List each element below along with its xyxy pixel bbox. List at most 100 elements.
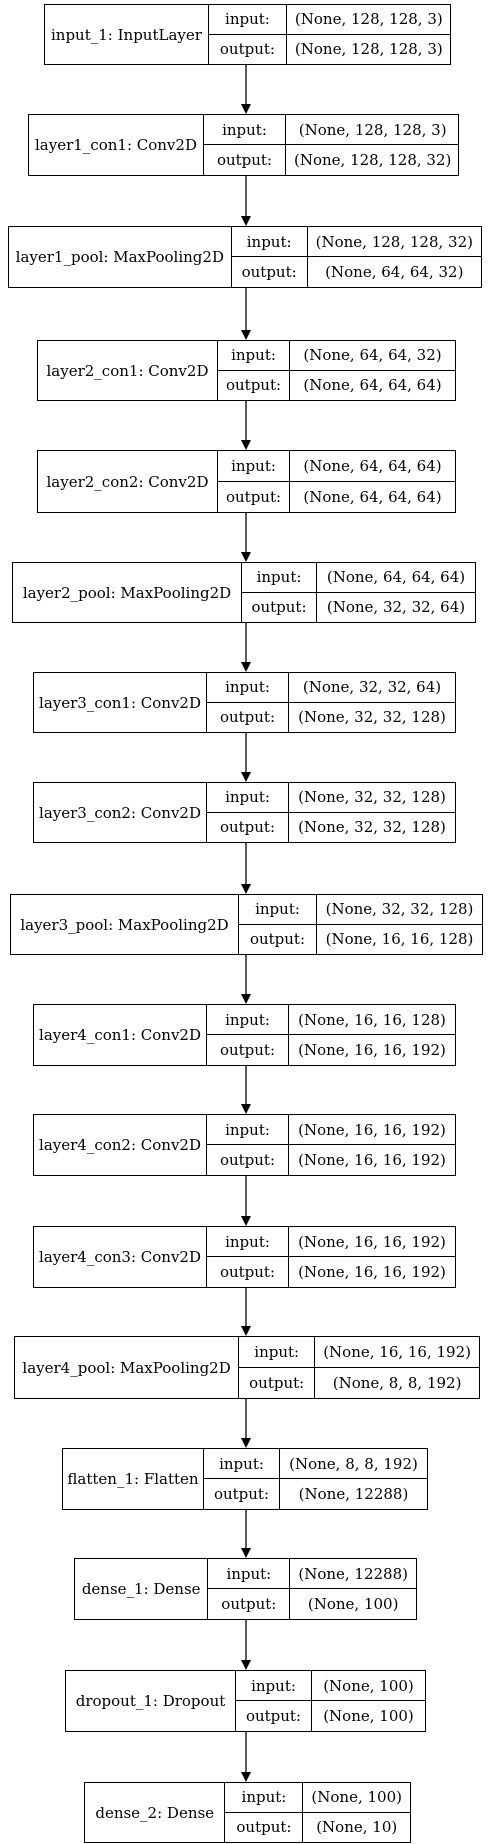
layer-name: input_1: InputLayer <box>45 5 209 64</box>
output-label: output: <box>204 145 286 175</box>
input-label: input: <box>218 451 290 482</box>
layer-node-dense-1: dense_1: Dense input: (None, 12288) outp… <box>74 1558 417 1620</box>
layer-node-layer3-pool: layer3_pool: MaxPooling2D input: (None, … <box>10 894 483 955</box>
arrow-head-icon <box>241 1548 251 1558</box>
layer-node-layer2-con2: layer2_con2: Conv2D input: (None, 64, 64… <box>37 450 456 513</box>
input-label: input: <box>242 563 317 593</box>
output-label: output: <box>204 1479 280 1509</box>
input-shape: (None, 16, 16, 128) <box>289 1005 455 1035</box>
output-label: output: <box>218 370 290 400</box>
arrow-head-icon <box>241 1772 251 1782</box>
layer-node-layer3-con1: layer3_con1: Conv2D input: (None, 32, 32… <box>33 672 456 733</box>
output-label: output: <box>208 1589 291 1619</box>
input-shape: (None, 64, 64, 32) <box>290 341 455 371</box>
input-label: input: <box>207 1227 289 1257</box>
output-label: output: <box>236 1701 312 1731</box>
output-shape: (None, 8, 8, 192) <box>332 1373 462 1392</box>
input-label: input: <box>231 227 308 257</box>
layer-node-layer3-con2: layer3_con2: Conv2D input: (None, 32, 32… <box>33 782 456 843</box>
output-shape: (None, 64, 64, 64) <box>303 487 442 506</box>
arrow-head-icon <box>241 1438 251 1448</box>
input-shape: (None, 16, 16, 192) <box>315 1337 479 1368</box>
output-shape: (None, 100) <box>307 1595 399 1613</box>
output-label: output: <box>207 1257 289 1287</box>
layer-node-input-1: input_1: InputLayer input: (None, 128, 1… <box>44 4 451 65</box>
arrow-head-icon <box>241 884 251 894</box>
input-shape: (None, 100) <box>312 1671 425 1701</box>
input-shape: (None, 32, 32, 128) <box>289 783 455 813</box>
layer-node-layer1-con1: layer1_con1: Conv2D input: (None, 128, 1… <box>28 114 460 176</box>
layer-node-flatten-1: flatten_1: Flatten input: (None, 8, 8, 1… <box>62 1448 428 1510</box>
layer-name: dense_1: Dense <box>75 1559 209 1619</box>
output-shape: (None, 32, 32, 128) <box>298 818 446 837</box>
output-label: output: <box>232 257 308 287</box>
arrow-head-icon <box>241 994 251 1004</box>
output-label: output: <box>209 34 287 64</box>
output-shape: (None, 16, 16, 128) <box>325 930 474 949</box>
output-shape: (None, 12288) <box>298 1485 409 1503</box>
output-shape: (None, 32, 32, 128) <box>298 708 446 727</box>
output-shape: (None, 16, 16, 192) <box>298 1151 446 1169</box>
arrow-head-icon <box>241 440 251 450</box>
layer-name: dropout_1: Dropout <box>66 1671 236 1731</box>
input-label: input: <box>239 895 317 925</box>
input-label: input: <box>204 1449 280 1479</box>
layer-name: layer4_pool: MaxPooling2D <box>15 1337 240 1398</box>
input-label: input: <box>207 673 289 703</box>
output-shape: (None, 128, 128, 3) <box>294 40 443 59</box>
output-label: output: <box>239 924 317 954</box>
arrow-head-icon <box>241 330 251 340</box>
output-shape: (None, 32, 32, 64) <box>326 598 466 617</box>
input-shape: (None, 12288) <box>290 1559 416 1589</box>
output-shape: (None, 16, 16, 192) <box>298 1041 446 1059</box>
layer-node-layer4-con3: layer4_con3: Conv2D input: (None, 16, 16… <box>33 1226 456 1288</box>
arrow-head-icon <box>241 1216 251 1226</box>
input-label: input: <box>208 5 287 35</box>
input-label: input: <box>236 1671 312 1701</box>
output-shape: (None, 100) <box>323 1707 414 1725</box>
input-shape: (None, 16, 16, 192) <box>289 1227 455 1257</box>
layer-node-layer4-con2: layer4_con2: Conv2D input: (None, 16, 16… <box>33 1114 456 1176</box>
arrow-head-icon <box>241 662 251 672</box>
output-label: output: <box>207 702 289 732</box>
layer-node-layer4-con1: layer4_con1: Conv2D input: (None, 16, 16… <box>33 1004 456 1066</box>
input-label: input: <box>218 341 290 371</box>
layer-name: layer4_con1: Conv2D <box>34 1005 207 1065</box>
layer-node-layer4-pool: layer4_pool: MaxPooling2D input: (None, … <box>14 1336 480 1399</box>
input-label: input: <box>239 1337 316 1368</box>
layer-node-dropout-1: dropout_1: Dropout input: (None, 100) ou… <box>65 1670 426 1732</box>
layer-name: layer4_con3: Conv2D <box>34 1227 207 1287</box>
arrow-head-icon <box>241 552 251 562</box>
arrow-head-icon <box>241 1326 251 1336</box>
input-shape: (None, 16, 16, 192) <box>289 1115 455 1145</box>
layer-name: layer1_pool: MaxPooling2D <box>9 227 232 287</box>
output-label: output: <box>242 592 317 622</box>
input-shape: (None, 128, 128, 3) <box>285 115 460 145</box>
output-shape: (None, 64, 64, 32) <box>325 263 464 281</box>
layer-name: layer3_con2: Conv2D <box>34 783 207 842</box>
input-shape: (None, 100) <box>303 1783 410 1813</box>
layer-node-layer2-con1: layer2_con1: Conv2D input: (None, 64, 64… <box>37 340 456 401</box>
output-label: output: <box>207 812 289 842</box>
layer-name: layer2_pool: MaxPooling2D <box>13 563 242 622</box>
output-label: output: <box>225 1812 304 1842</box>
output-shape: (None, 64, 64, 64) <box>303 376 442 395</box>
output-shape: (None, 128, 128, 32) <box>293 151 452 169</box>
output-label: output: <box>239 1367 316 1398</box>
layer-name: layer2_con1: Conv2D <box>38 341 218 400</box>
layer-name: layer3_pool: MaxPooling2D <box>11 895 239 954</box>
output-label: output: <box>218 481 290 512</box>
layer-name: layer4_con2: Conv2D <box>34 1115 207 1175</box>
arrow-head-icon <box>241 104 251 114</box>
layer-name: layer3_con1: Conv2D <box>34 673 207 732</box>
arrow-head-icon <box>241 1104 251 1114</box>
layer-node-layer2-pool: layer2_pool: MaxPooling2D input: (None, … <box>12 562 476 623</box>
input-shape: (None, 32, 32, 64) <box>289 673 455 703</box>
output-shape: (None, 10) <box>316 1818 398 1837</box>
input-shape: (None, 128, 128, 32) <box>307 227 481 257</box>
layer-name: layer1_con1: Conv2D <box>29 115 204 175</box>
layer-node-layer1-pool: layer1_pool: MaxPooling2D input: (None, … <box>8 226 482 288</box>
output-shape: (None, 16, 16, 192) <box>298 1263 446 1281</box>
input-shape: (None, 64, 64, 64) <box>290 451 455 482</box>
